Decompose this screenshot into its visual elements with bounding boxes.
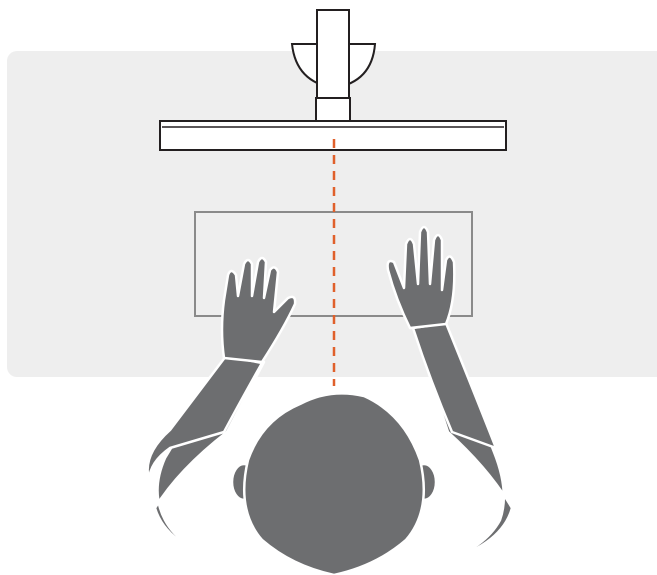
person-head: [232, 393, 436, 575]
